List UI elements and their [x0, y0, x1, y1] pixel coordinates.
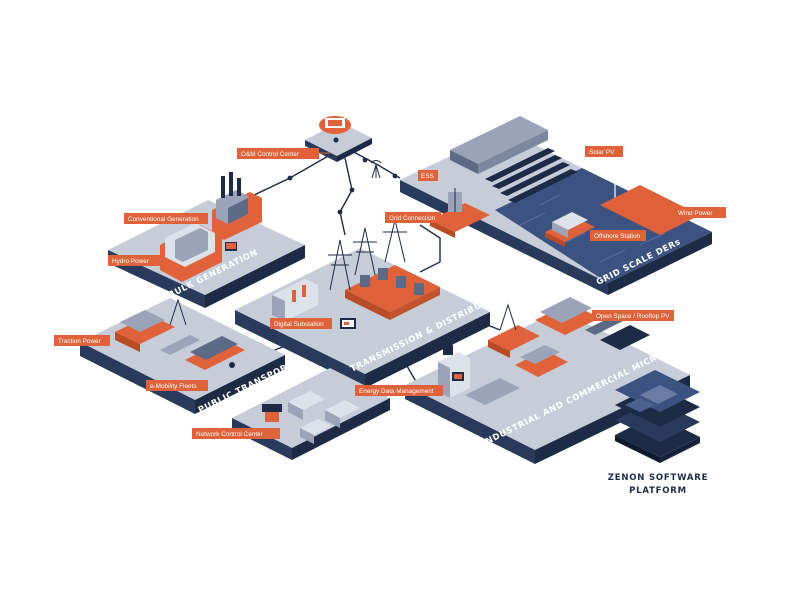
stacked-layers-icon: [615, 370, 700, 463]
svg-text:ESS: ESS: [421, 173, 434, 180]
solar-pv-array: [485, 148, 578, 203]
e-mobility-fleet: [160, 335, 245, 370]
municipality-houses: [288, 391, 360, 444]
transmission-towers: [328, 219, 407, 291]
callout-digital-substation: Digital Substation: [270, 318, 332, 329]
callout-offshore-station: Offshore Station: [590, 230, 646, 241]
callout-network-control-center: Network Control Center: [192, 428, 280, 439]
brand-name-line1: ZENON SOFTWARE: [608, 473, 708, 483]
bulk-generation-platform: BULK GENERATION: [108, 172, 305, 308]
svg-text:Open Space / Rooftop PV: Open Space / Rooftop PV: [596, 313, 670, 320]
network-control-building: [262, 404, 282, 422]
svg-text:O&M Control Center: O&M Control Center: [241, 151, 300, 158]
ess-storage-block: [450, 116, 548, 174]
grid-connection-substation: [430, 188, 490, 238]
svg-text:Offshore Station: Offshore Station: [594, 233, 641, 240]
water-area: [495, 168, 712, 283]
callout-energy-data-management: Energy Data Management: [355, 385, 443, 396]
svg-text:Wind Power: Wind Power: [678, 210, 713, 217]
callouts: O&M Control Center Conventional Generati…: [54, 146, 726, 439]
callout-e-mobility-fleets: e-Mobility Fleets: [146, 380, 208, 391]
callout-conventional-generation: Conventional Generation: [124, 213, 208, 224]
svg-text:e-Mobility Fleets: e-Mobility Fleets: [150, 383, 197, 390]
svg-text:Conventional Generation: Conventional Generation: [128, 216, 199, 223]
svg-text:Grid Connection: Grid Connection: [389, 215, 436, 222]
traction-power-station: [115, 298, 187, 352]
transformer-yard: [345, 265, 440, 320]
grid-scale-ders-platform: GRID SCALE DERs: [400, 116, 712, 295]
svg-text:Traction Power: Traction Power: [58, 338, 102, 345]
svg-text:Network Control Center: Network Control Center: [196, 431, 264, 438]
svg-text:Solar PV: Solar PV: [589, 149, 615, 156]
conventional-generation-plant: [212, 172, 262, 240]
offshore-station: [545, 212, 595, 247]
callout-wind-power: Wind Power: [674, 207, 726, 218]
om-control-center: [305, 116, 382, 179]
svg-text:Hydro Power: Hydro Power: [112, 258, 150, 265]
callout-grid-connection: Grid Connection: [385, 212, 441, 223]
callout-open-space-rooftop-pv: Open Space / Rooftop PV: [592, 310, 674, 321]
monitor-icon: [340, 318, 356, 329]
open-space-rooftop-pv: [535, 297, 650, 350]
public-transport-platform: PUBLIC TRANSPORT: [80, 298, 295, 416]
svg-text:Digital Substation: Digital Substation: [274, 321, 324, 328]
microgrid-pads: [465, 303, 568, 405]
industrial-microgrids-platform: INDUSTRIAL AND COMMERCIAL MICROGRIDS: [405, 297, 695, 464]
brand-name-line2: PLATFORM: [629, 486, 687, 496]
radio-antenna-icon: [370, 160, 382, 179]
callout-hydro-power: Hydro Power: [108, 255, 160, 266]
digital-substation-cabinets: [272, 279, 318, 321]
grid-connection-line: [419, 224, 441, 273]
wind-turbine-bases: [600, 185, 700, 235]
callout-traction-power: Traction Power: [54, 335, 110, 346]
callout-solar-pv: Solar PV: [585, 146, 623, 157]
dotted-comm-links: [251, 149, 401, 236]
callout-ess: ESS: [418, 170, 438, 181]
callout-om-control-center: O&M Control Center: [237, 148, 330, 159]
svg-text:Energy Data Management: Energy Data Management: [359, 388, 434, 395]
hydro-power-plant: [160, 223, 237, 282]
